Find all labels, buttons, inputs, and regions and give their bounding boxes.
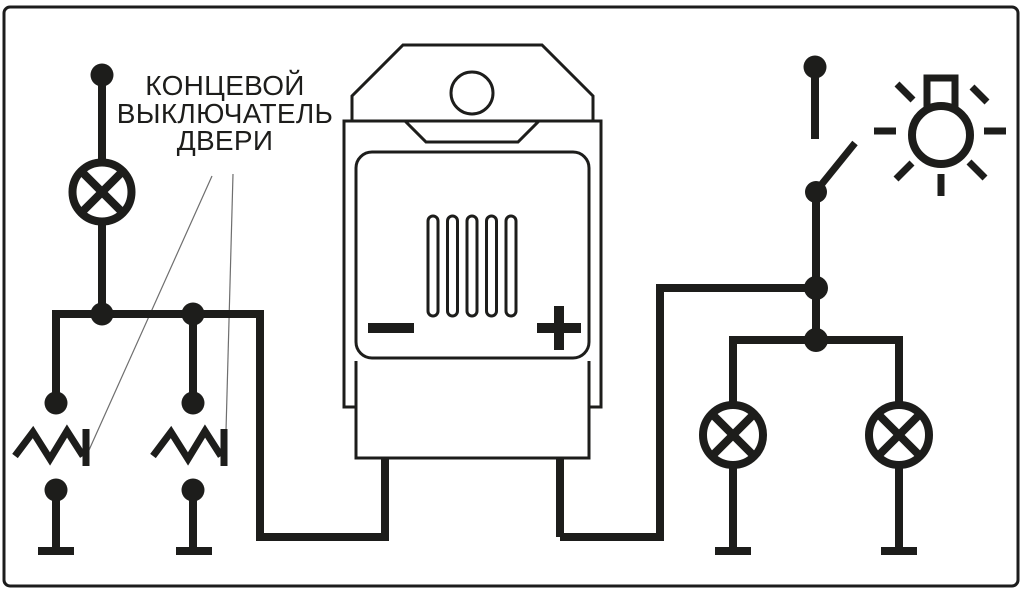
relay-vent-slots [426,214,518,318]
plus-vertical-bar [554,306,564,350]
limit-switch-2 [150,391,228,502]
ray-lower-right [966,159,988,181]
label-line-1: КОНЦЕВОЙ [145,70,304,101]
vent-slot-3 [465,214,479,318]
door-limit-switch-label: КОНЦЕВОЙ ВЫКЛЮЧАТЕЛЬ ДВЕРИ [117,70,334,156]
door-lamp-symbol [68,158,136,226]
flasher-relay [342,43,603,537]
bulb-rays [874,81,1006,196]
ray-lower-left [893,160,915,182]
label-line-2: ВЫКЛЮЧАТЕЛЬ [117,98,334,129]
lamp-bus-wire [729,336,903,402]
toggle-switch-arm [814,140,858,193]
left-bus-wire [52,310,389,541]
turn-lamp-right [865,401,933,469]
switch-1-top-terminal-dot [44,391,68,415]
vent-slot-1 [426,214,440,318]
right-junction-dot-1 [804,276,828,300]
ground-symbol-2 [176,490,212,555]
turn-lamp-left-cross-b [709,411,757,459]
minus-symbol [368,323,414,333]
switch-2-zigzag-contact [150,424,224,466]
label-line-3: ДВЕРИ [177,125,274,156]
switch-1-zigzag-contact [12,424,86,466]
ray-upper-left [894,81,916,103]
diagram-border [2,5,1020,588]
turn-lamp-left [699,401,767,469]
vent-slot-5 [504,214,518,318]
ground-symbol-3 [715,465,751,555]
vent-slot-4 [485,214,498,318]
ray-upper-right [969,84,990,105]
limit-switch-1 [12,391,90,502]
power-terminal-dot-left [90,63,114,87]
relay-base [354,361,591,460]
ground-symbol-1 [38,490,74,555]
leader-line-2 [225,173,234,432]
bus-junction-dot-2 [181,302,205,326]
right-bus-wire [560,284,815,541]
relay-mounting-hole [449,70,495,116]
bulb-globe [908,102,974,168]
vent-slot-2 [446,214,459,318]
door-lamp-cross-b [78,168,126,216]
switch-2-top-terminal-dot [181,391,205,415]
bulb-with-rays-icon [874,74,1006,196]
bulb-base [923,74,959,112]
bus-junction-dot-1 [90,302,114,326]
turn-lamp-right-cross-b [875,411,923,459]
ground-symbol-4 [881,465,917,555]
plus-symbol [537,306,581,350]
